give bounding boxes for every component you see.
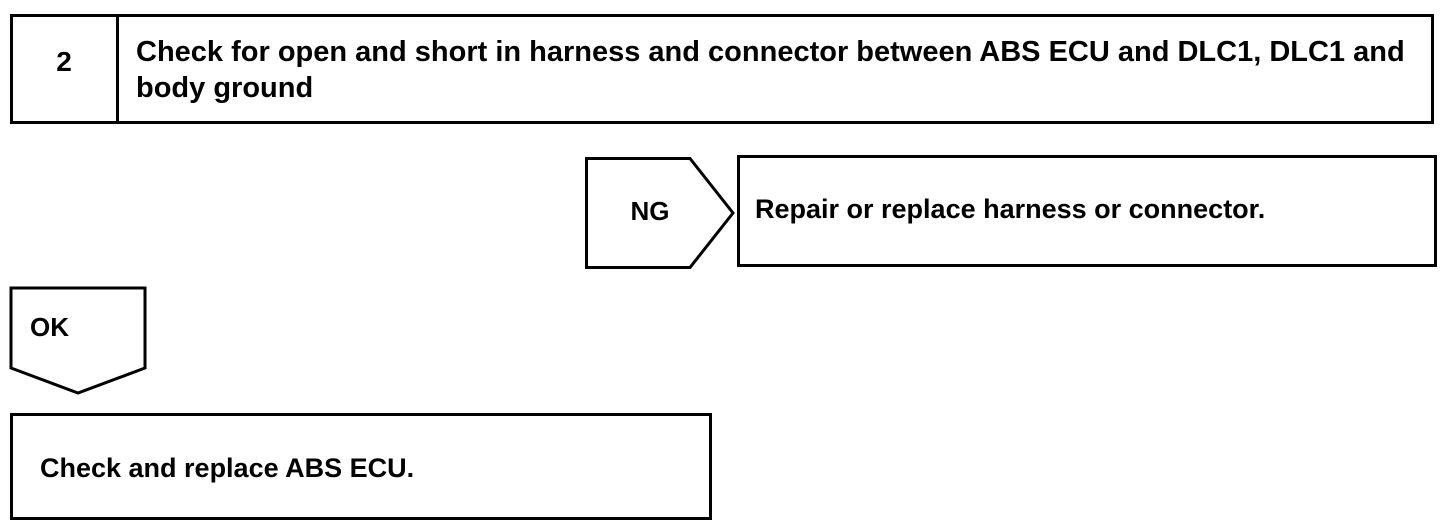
ok-result-text: Check and replace ABS ECU. [40, 453, 415, 483]
ng-label: NG [630, 196, 670, 226]
ok-result-box [10, 413, 712, 520]
ng-arrow-shape [585, 157, 735, 269]
ng-result-box [737, 155, 1437, 267]
step-divider [116, 14, 119, 124]
ok-arrow-shape [9, 286, 147, 395]
step-number: 2 [56, 46, 72, 77]
step-title: Check for open and short in harness and … [136, 36, 1405, 104]
step-box [10, 14, 1434, 124]
ok-label: OK [30, 312, 69, 342]
ng-result-text: Repair or replace harness or connector. [755, 194, 1266, 224]
